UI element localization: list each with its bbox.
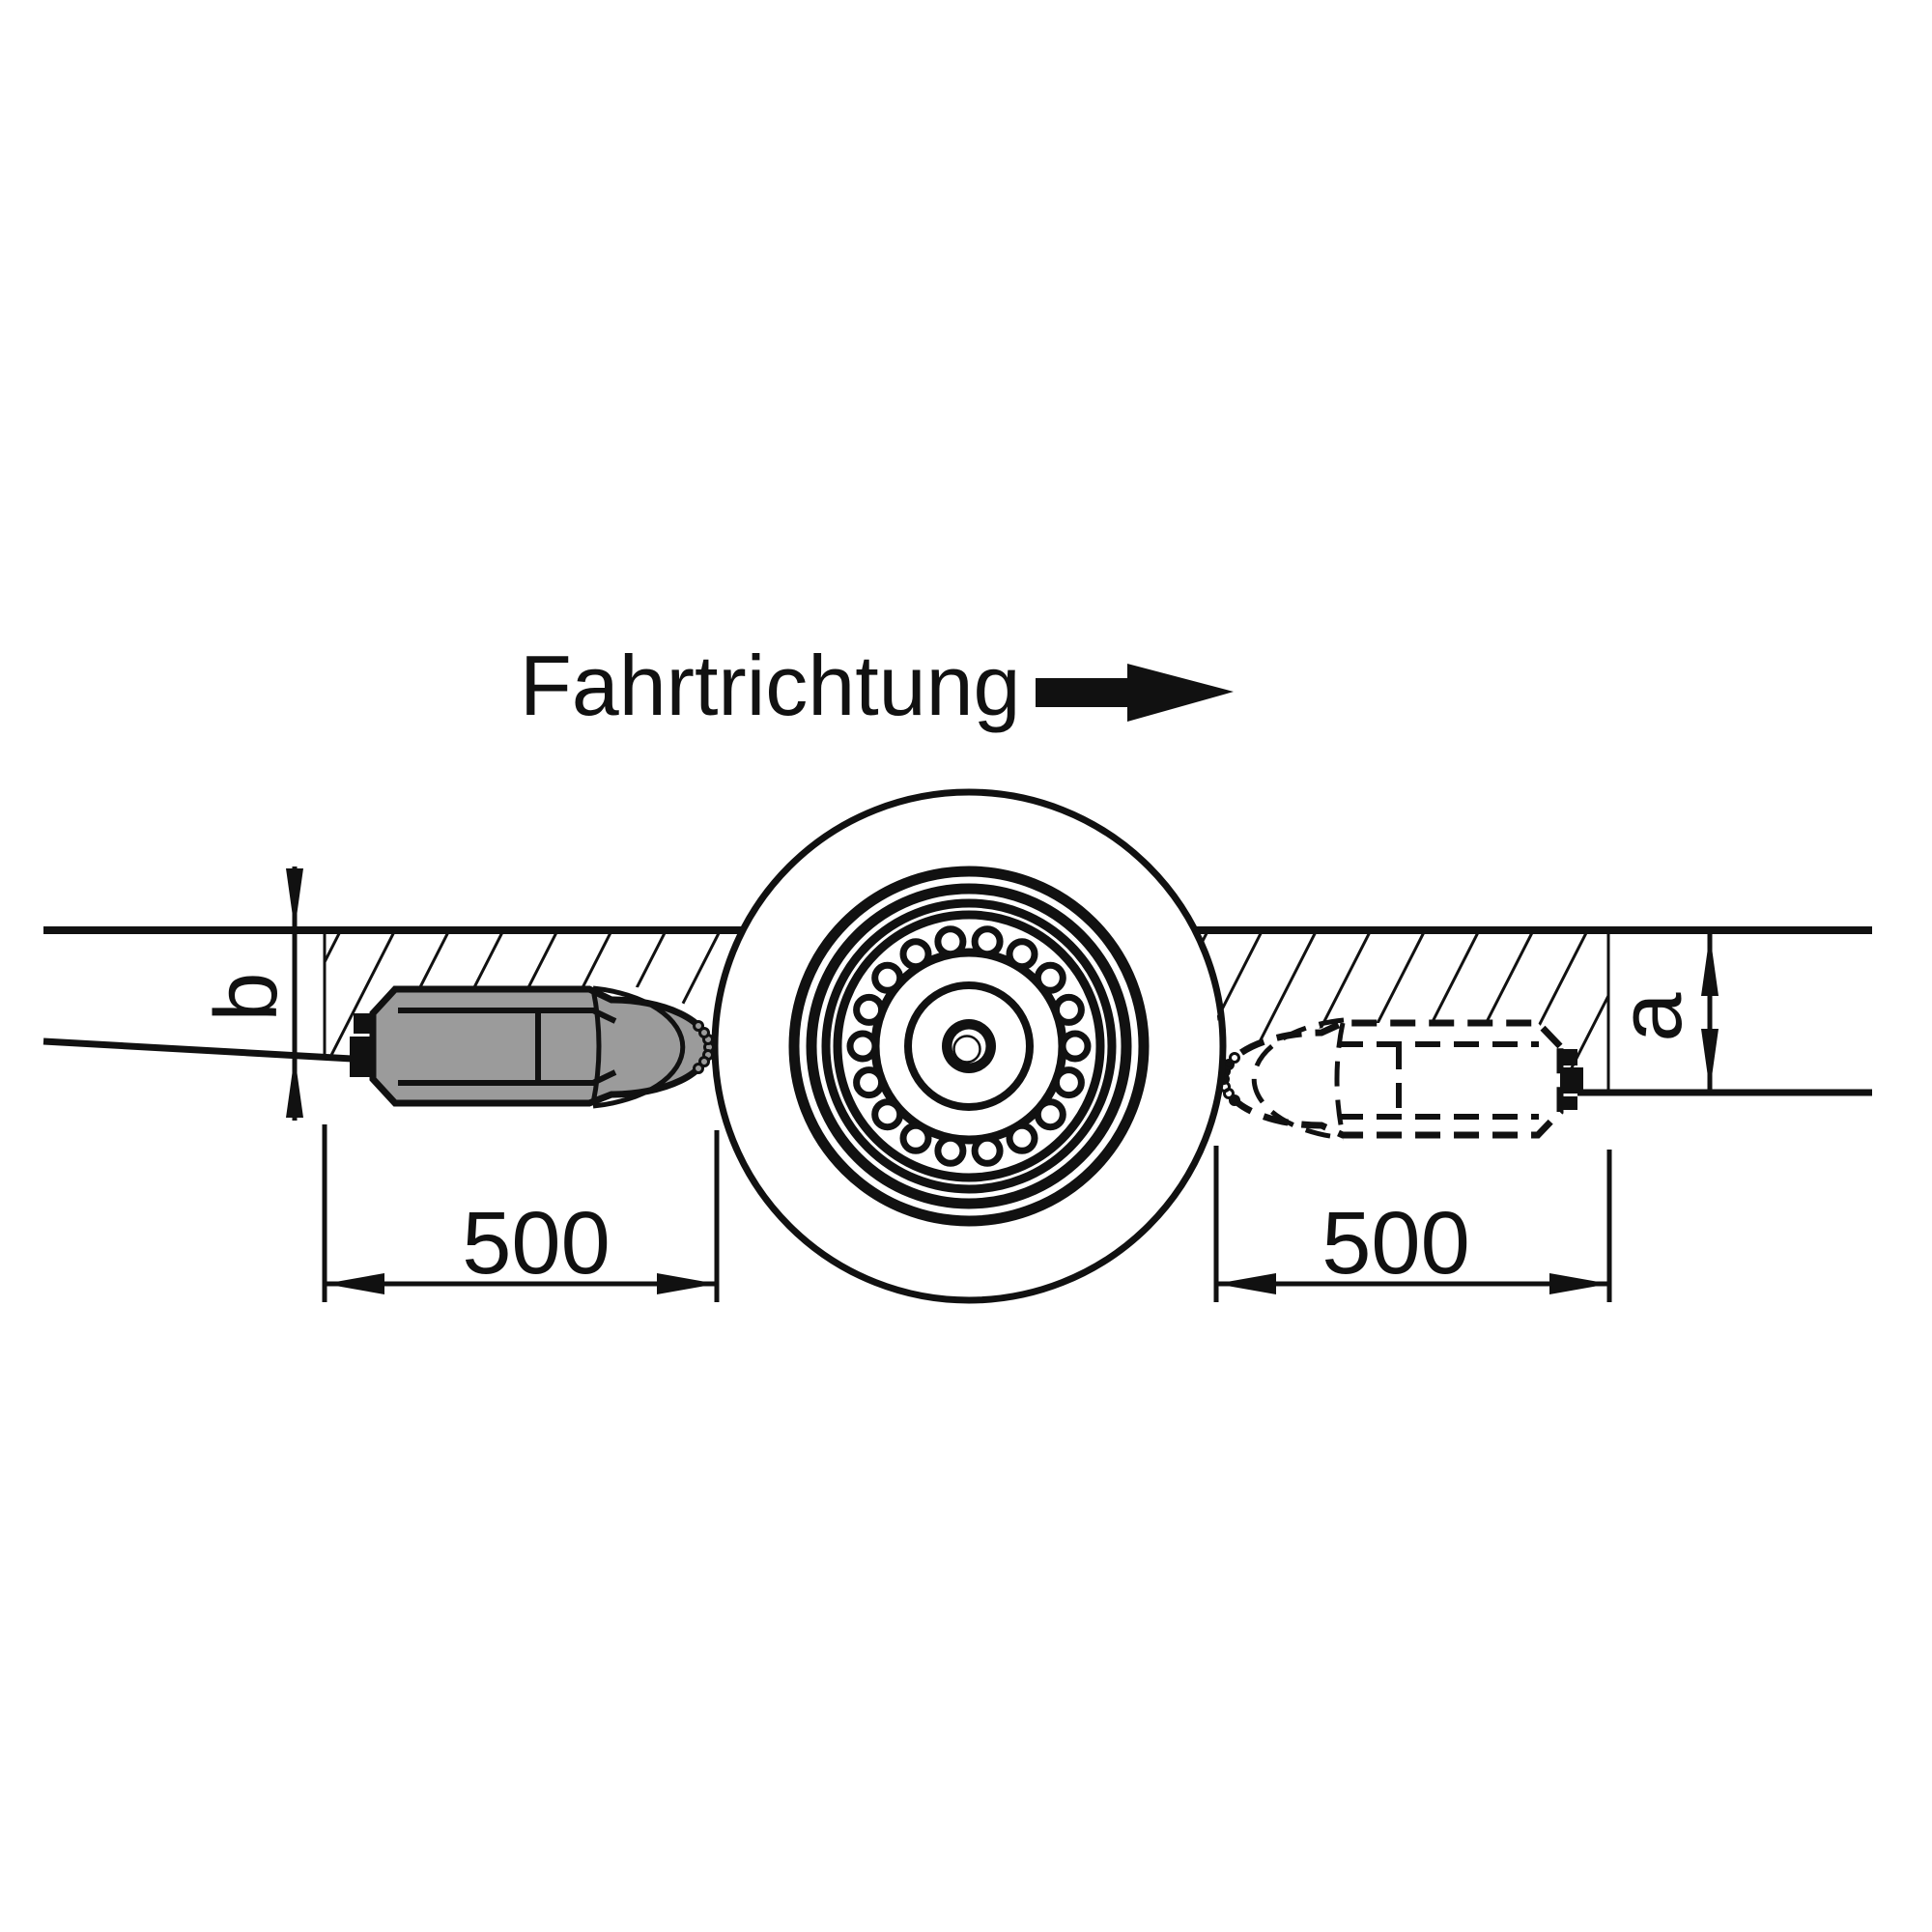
- wheel-bolt-hole: [1006, 938, 1038, 971]
- tool-left-mount-tabs: [350, 1013, 373, 1077]
- direction-header: Fahrtrichtung: [520, 638, 1234, 733]
- dimension-b-arrow-bottom: [286, 1056, 303, 1118]
- dimension-a-label: a: [1602, 992, 1700, 1042]
- wheel-bolt-hole: [1034, 961, 1066, 994]
- wheel-bolt-hole: [899, 1122, 932, 1154]
- wheel-ring-4: [833, 910, 1105, 1182]
- tool-right-mount-tabs: [1560, 1049, 1583, 1110]
- wheel-bolt-hole: [899, 938, 932, 971]
- wheel-bolt-hole: [971, 1134, 1004, 1167]
- wheel-bolt-hole: [1052, 1066, 1085, 1099]
- wheel-ring-3: [821, 898, 1117, 1194]
- dimension-500-right-arrow-left: [1216, 1273, 1276, 1294]
- cutting-tool-left: [350, 985, 715, 1109]
- wheel-bolt-hole: [853, 993, 886, 1026]
- wheel-bolt-hole: [1006, 1122, 1038, 1154]
- dimension-500-left-arrow-left: [325, 1273, 384, 1294]
- tool-left-tip-serration: [693, 1020, 715, 1074]
- dimension-b-arrow-top: [286, 868, 303, 930]
- direction-label: Fahrtrichtung: [520, 638, 1020, 733]
- wheel-ring-1: [788, 866, 1150, 1227]
- tool-left-outer-tip-line: [592, 985, 686, 1109]
- dimension-500-right-arrow-right: [1549, 1273, 1609, 1294]
- road-material: [43, 926, 1872, 1096]
- tool-left-inner-line-bottom: [398, 1069, 617, 1086]
- wheel-bolt-hole: [971, 925, 1004, 958]
- wheel-bolt-hole: [934, 925, 967, 958]
- hatch-region-left: [325, 933, 740, 1057]
- dimension-b: b: [197, 867, 303, 1121]
- dimension-500-left: 500: [322, 1124, 720, 1302]
- tool-left-inner-line-top: [398, 1008, 617, 1024]
- wheel-hub-surround: [904, 981, 1034, 1111]
- wheel-bolt-hole: [871, 961, 904, 994]
- wheel-tire-circle: [711, 788, 1227, 1304]
- dimension-500-right: 500: [1213, 1146, 1612, 1302]
- dimension-b-label: b: [197, 972, 296, 1021]
- wheel-bolt-hole: [853, 1066, 886, 1099]
- milled-line-left-slant: [43, 1037, 371, 1064]
- dimension-a: a: [1602, 934, 1719, 1091]
- tool-right-joint: [1334, 1022, 1346, 1136]
- drum-wheel: [711, 788, 1227, 1304]
- dimension-a-arrow-top: [1701, 934, 1719, 996]
- wheel-bolt-hole: [871, 1098, 904, 1131]
- dimension-500-left-arrow-right: [657, 1273, 717, 1294]
- wheel-ring-2: [806, 883, 1132, 1209]
- wheel-bolt-hole: [1034, 1098, 1066, 1131]
- dimension-500-left-label: 500: [462, 1194, 611, 1293]
- dimension-500-right-label: 500: [1321, 1194, 1470, 1293]
- tool-right-outer-tip-line: [1251, 1017, 1345, 1141]
- dimension-a-arrow-bottom: [1701, 1029, 1719, 1091]
- hatch-region-right: [1195, 933, 1608, 1092]
- cutting-tool-right-dashed: [1218, 1017, 1583, 1141]
- wheel-bolt-hole: [1059, 1030, 1092, 1063]
- wheel-bolt-hole: [1052, 993, 1085, 1026]
- wheel-hub-bore-chamfer: [952, 1035, 981, 1064]
- direction-arrow-icon: [1036, 664, 1234, 722]
- wheel-bolt-ring: [846, 925, 1092, 1167]
- wheel-bolt-hole: [846, 1030, 879, 1063]
- tool-left-joint: [590, 988, 602, 1104]
- wheel-bolt-hole: [934, 1134, 967, 1167]
